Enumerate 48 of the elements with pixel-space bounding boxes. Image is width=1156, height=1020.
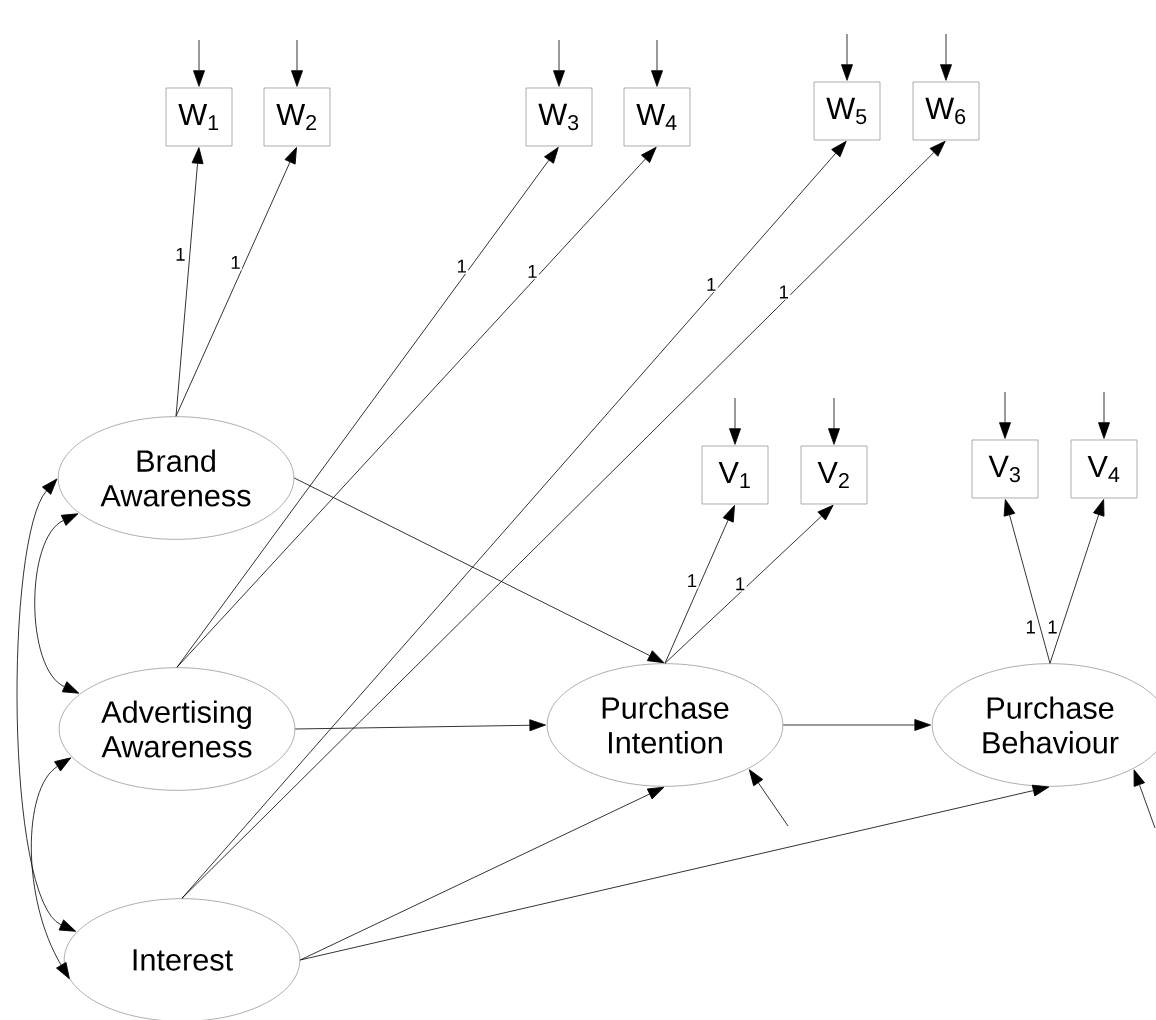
error-arrow: [1098, 391, 1110, 439]
error-arrow: [729, 397, 741, 445]
edge-label: 1: [685, 572, 699, 589]
indicator-box: V$_{1}$: [701, 445, 769, 505]
arrow: [176, 147, 559, 668]
edge-label: 1: [525, 263, 539, 280]
curved-arrow: [30, 757, 72, 980]
curved-arrow: [34, 513, 80, 694]
indicator-box: W$_{4}$: [623, 87, 691, 147]
indicator-box: V$_{2}$: [800, 445, 868, 505]
error-arrow: [553, 39, 565, 87]
arrow: [1049, 499, 1105, 664]
arrow: [175, 147, 297, 417]
error-arrow: [1133, 769, 1156, 829]
edge-label: 1: [1045, 619, 1059, 635]
edge-label: 1: [455, 258, 469, 274]
edge-label: 1: [173, 246, 187, 263]
error-arrow: [193, 39, 205, 87]
error-arrow: [748, 769, 789, 827]
indicator-box: V$_{3}$: [971, 439, 1039, 499]
error-arrow: [940, 33, 952, 81]
error-arrow: [291, 39, 303, 87]
edge-label: 1: [777, 284, 791, 300]
arrow: [294, 719, 546, 732]
error-arrow: [651, 39, 663, 87]
arrow: [175, 147, 204, 417]
arrow: [293, 477, 665, 664]
error-arrow: [828, 397, 840, 445]
edge-label: 1: [229, 254, 243, 271]
indicator-box: W$_{6}$: [912, 81, 980, 141]
curved-arrow: [16, 478, 77, 932]
indicator-box: V$_{4}$: [1070, 439, 1138, 499]
indicator-box: W$_{2}$: [263, 87, 331, 147]
edge-label: 1: [1024, 619, 1038, 635]
indicator-box: W$_{3}$: [525, 87, 593, 147]
error-arrow: [999, 391, 1011, 439]
error-arrow: [841, 33, 853, 81]
arrow: [1003, 499, 1051, 664]
arrow: [299, 784, 1050, 961]
indicator-box: W$_{5}$: [813, 81, 881, 141]
arrow: [782, 719, 931, 731]
arrow: [664, 505, 735, 664]
arrow: [176, 146, 657, 668]
arrow: [664, 504, 834, 664]
edge-label: 1: [704, 276, 718, 293]
arrow: [299, 786, 665, 961]
edge-label: 1: [733, 576, 747, 592]
indicator-box: W$_{1}$: [165, 87, 233, 147]
